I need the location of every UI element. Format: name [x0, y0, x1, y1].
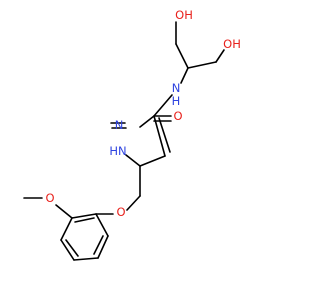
bond-ch-ch2-right: [187, 61, 217, 69]
methoxy-oxygen-label: O: [45, 191, 54, 205]
bond-ring-inner-c: [74, 217, 95, 223]
hydroxyl-right-label: OH: [223, 37, 241, 51]
bond-ch2-right-oh: [215, 49, 225, 63]
bond-c3-n2: [139, 115, 155, 128]
bond-ring-6-1: [71, 213, 97, 219]
atom-label-layer: OH OH N H O N HN O O: [45, 8, 240, 219]
carbonyl-oxygen-label: O: [173, 109, 182, 123]
bond-ring-2-3: [97, 235, 109, 259]
amide-hydrogen-label: H: [172, 94, 181, 108]
bond-ring-o-methoxy: [55, 204, 73, 219]
bond-ring-5-6: [60, 217, 73, 241]
bond-ring-1-2: [95, 213, 109, 237]
bond-ch2-o-ether: [126, 195, 141, 211]
bond-ring-4-5: [60, 239, 75, 261]
bond-c5-c4: [139, 155, 166, 167]
amide-nitrogen-label: N: [172, 81, 181, 95]
ether-oxygen-label: O: [116, 205, 125, 219]
bond-n-carbonyl-c: [153, 94, 173, 117]
bond-ch-n: [180, 67, 189, 84]
bond-ring-3-4: [73, 257, 99, 261]
chemical-structure-diagram: OH OH N H O N HN O O: [23, 8, 241, 261]
bond-ch2-ch: [175, 43, 189, 69]
bond-c4-c3-double: [158, 117, 171, 153]
bond-ring-inner-a: [93, 235, 104, 255]
bond-c4-c3: [153, 115, 166, 157]
bond-layer: [23, 21, 225, 261]
hydroxyl-top-label: OH: [175, 8, 193, 22]
bond-n1-c5: [125, 154, 141, 167]
bond-ring-inner-b: [65, 239, 79, 257]
pyrazole-nitrogen-label: N: [115, 118, 124, 132]
pyrazole-nh-label: HN: [109, 144, 126, 158]
